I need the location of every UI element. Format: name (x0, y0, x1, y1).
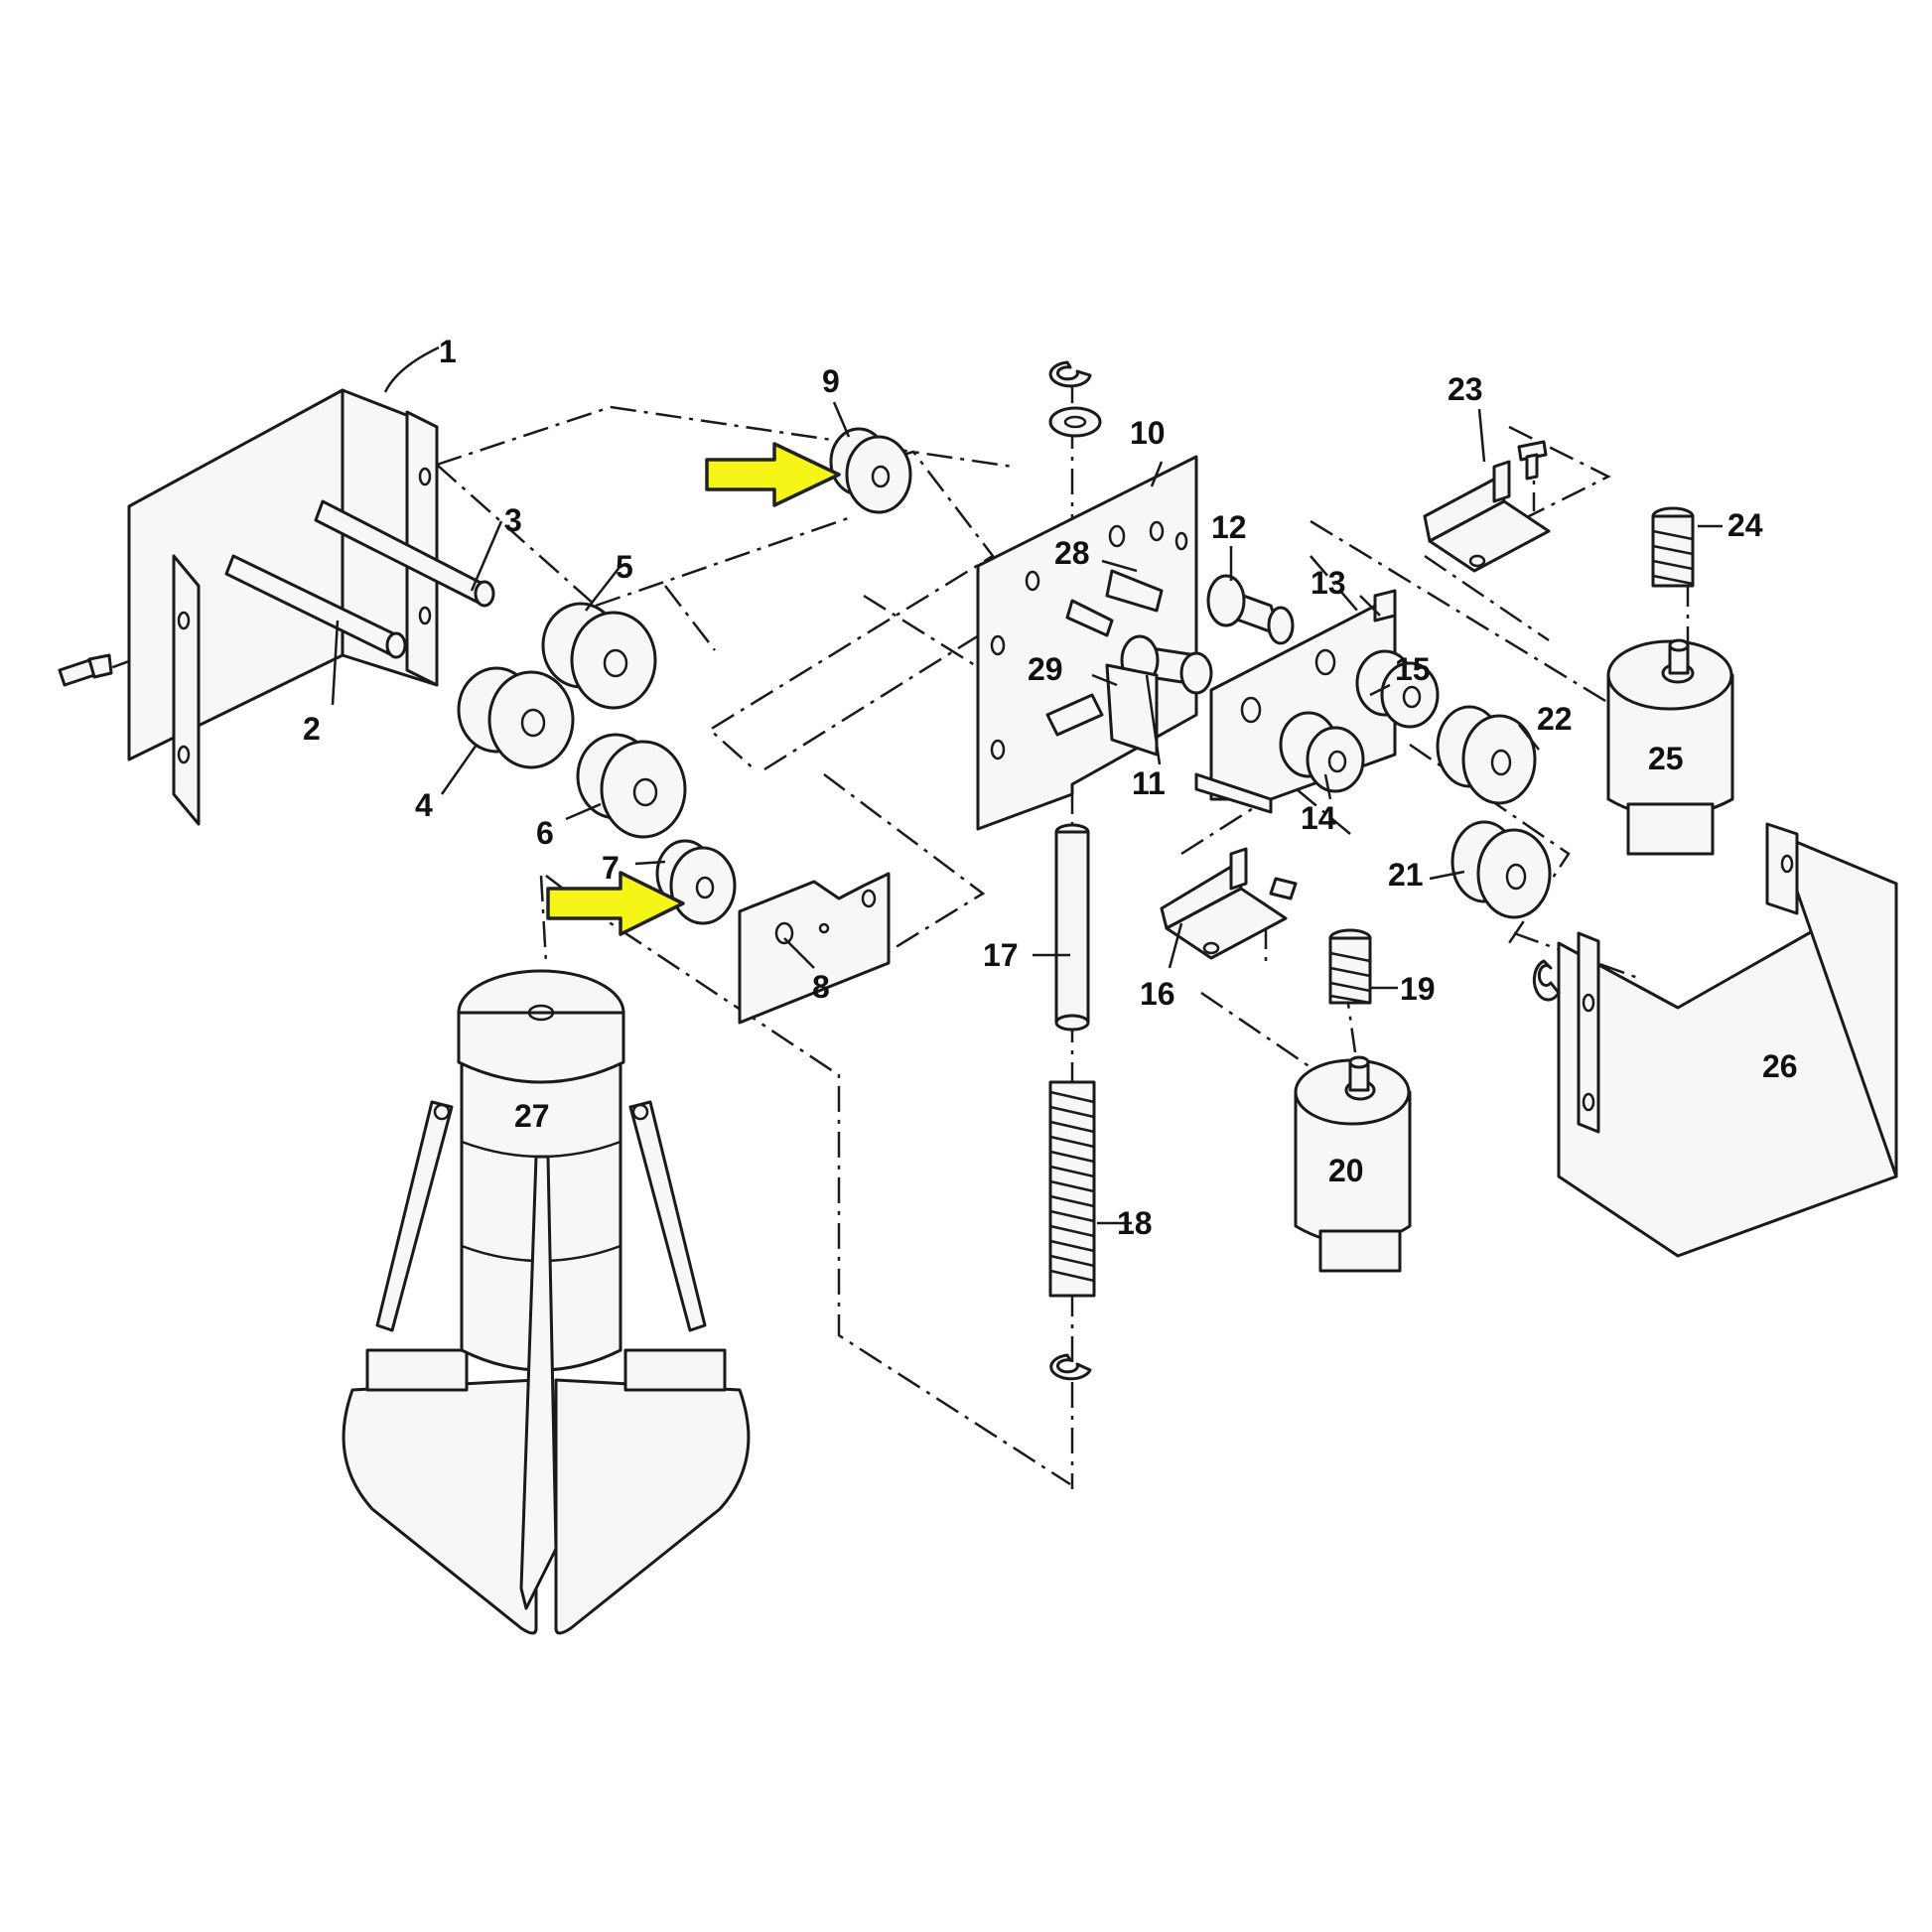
label-13: 13 (1311, 565, 1346, 601)
label-9: 9 (822, 363, 840, 399)
label-8: 8 (812, 969, 830, 1005)
label-19: 19 (1400, 971, 1436, 1007)
part-22-pulley (1436, 705, 1537, 805)
highlight-arrow-bottom (546, 871, 685, 936)
highlight-arrow-top (705, 442, 841, 507)
part-8-plate (738, 872, 891, 1025)
label-24: 24 (1727, 507, 1763, 543)
label-27: 27 (514, 1098, 550, 1134)
label-5: 5 (616, 549, 633, 585)
label-22: 22 (1537, 701, 1573, 737)
highlight-arrow-icon (546, 442, 841, 936)
label-17: 17 (983, 937, 1019, 973)
part-12-spacer (1206, 574, 1295, 645)
label-11: 11 (1132, 765, 1166, 801)
pulleys-4-5-6 (457, 602, 687, 839)
label-21: 21 (1388, 857, 1424, 893)
label-1: 1 (439, 334, 457, 369)
part-15-gear (1355, 649, 1440, 729)
part-24-spring (1651, 506, 1695, 588)
label-10: 10 (1130, 415, 1166, 451)
label-7: 7 (602, 850, 620, 886)
part-14-gear (1279, 711, 1365, 793)
part-9-small-pulley (829, 427, 912, 514)
part-25-motor (1606, 638, 1734, 856)
part-7-small-pulley (655, 839, 737, 925)
part-10-main-plate (976, 455, 1213, 831)
label-25: 25 (1648, 741, 1684, 776)
part-17-shaft (1054, 823, 1090, 1032)
label-3: 3 (504, 502, 522, 538)
label-20: 20 (1328, 1153, 1364, 1188)
label-29: 29 (1028, 651, 1063, 687)
label-18: 18 (1117, 1205, 1153, 1241)
label-4: 4 (415, 787, 433, 823)
part-23-mount-bracket (1423, 440, 1551, 573)
part-27-claw-assembly (342, 969, 751, 1635)
label-16: 16 (1140, 976, 1175, 1012)
label-2: 2 (303, 711, 321, 747)
part-16-mount-bracket (1160, 847, 1298, 960)
part-21-pulley (1450, 820, 1552, 919)
part-26-housing (1557, 822, 1898, 1258)
label-14: 14 (1301, 800, 1336, 836)
part-18-spring (1048, 1080, 1096, 1298)
leader-lines (331, 345, 1723, 1225)
label-15: 15 (1395, 651, 1431, 687)
part-19-spring (1328, 928, 1372, 1005)
callout-labels: 1 2 3 4 5 6 7 8 9 10 11 12 13 14 15 16 1… (303, 334, 1798, 1241)
label-6: 6 (536, 815, 554, 851)
label-23: 23 (1448, 371, 1483, 407)
label-12: 12 (1211, 509, 1247, 545)
label-28: 28 (1054, 535, 1090, 571)
part-20-motor (1294, 1055, 1412, 1273)
part-1-side-bracket (58, 388, 495, 826)
label-26: 26 (1762, 1048, 1798, 1084)
retaining-clips (1048, 360, 1561, 1381)
